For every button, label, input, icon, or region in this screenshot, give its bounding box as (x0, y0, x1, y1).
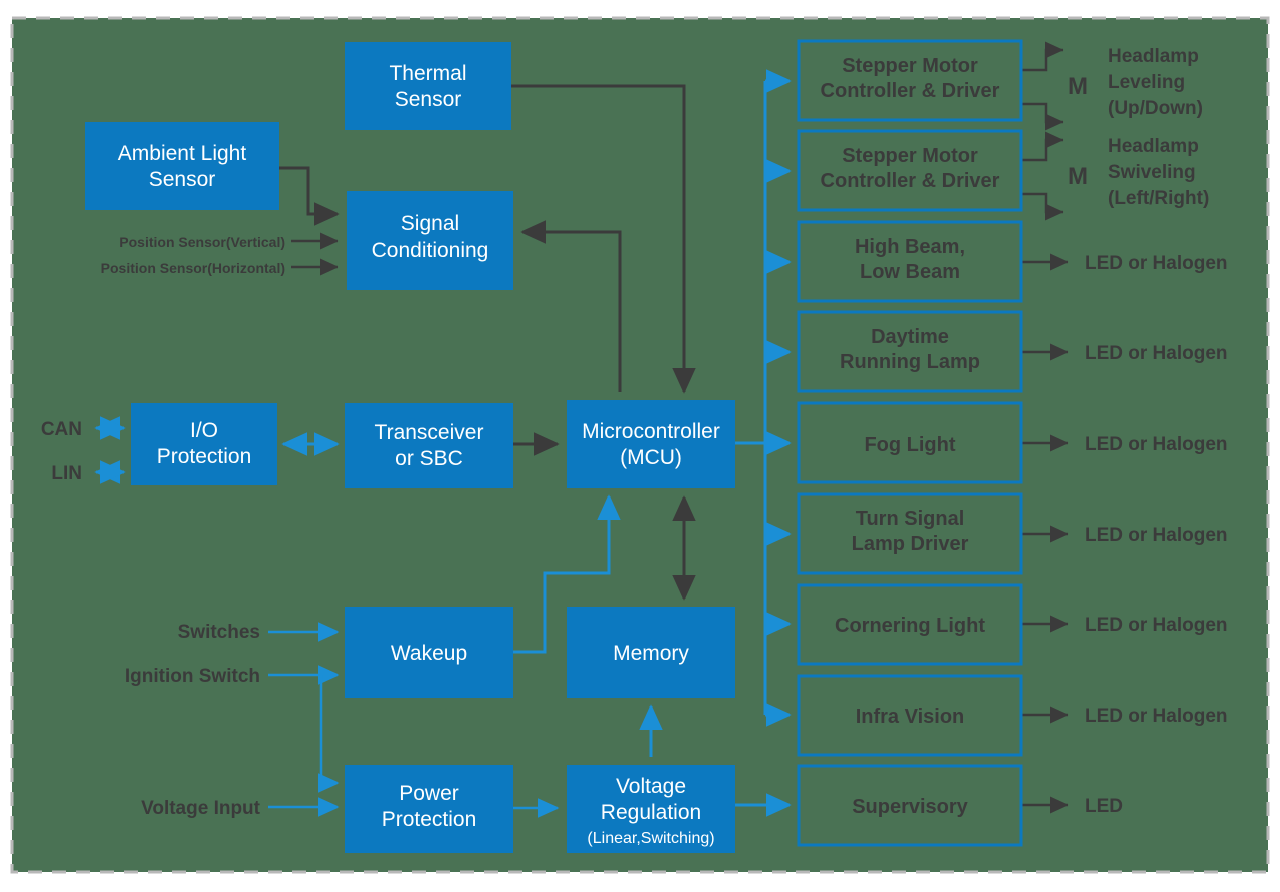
connection-wires (94, 41, 1069, 818)
block-daytime-running-lamp[interactable]: Daytime Running Lamp (797, 310, 1023, 393)
transceiver-line-1: Transceiver (375, 421, 484, 444)
wire-mcu-to-signal (520, 220, 622, 392)
block-memory[interactable]: Memory (567, 607, 735, 698)
ambient-light-sensor-line-1: Ambient Light (118, 142, 247, 165)
block-power-protection[interactable]: Power Protection (345, 765, 513, 853)
io-protection-line-2: Protection (157, 445, 252, 468)
mcu-line-1: Microcontroller (582, 420, 720, 443)
label-ignition-switch: Ignition Switch (125, 666, 260, 687)
label-headlamp-swiveling-line-1: Headlamp (1108, 136, 1199, 157)
label-headlamp-leveling-line-1: Headlamp (1108, 46, 1199, 67)
mcu-line-2: (MCU) (620, 446, 682, 469)
io-protection-line-1: I/O (190, 419, 218, 442)
label-cornering-output: LED or Halogen (1085, 615, 1228, 636)
block-supervisory[interactable]: Supervisory (797, 764, 1023, 847)
voltage-regulation-line-1: Voltage (616, 775, 686, 798)
daytime-line-1: Daytime (871, 326, 949, 348)
label-supervisory-output: LED (1085, 796, 1123, 817)
block-stepper-motor-controller-driver-1[interactable]: Stepper Motor Controller & Driver (797, 39, 1023, 122)
stepper2-line-1: Stepper Motor (842, 145, 978, 167)
block-ambient-light-sensor[interactable]: Ambient Light Sensor (85, 122, 279, 210)
memory-label: Memory (613, 642, 689, 665)
filled-blocks-group: Thermal Sensor Ambient Light Sensor Sign… (85, 42, 735, 853)
wakeup-label: Wakeup (391, 642, 467, 665)
label-headlamp-swiveling-line-2: Swiveling (1108, 162, 1196, 183)
block-cornering-light[interactable]: Cornering Light (797, 583, 1023, 666)
signal-conditioning-line-2: Conditioning (372, 239, 489, 262)
block-stepper-motor-controller-driver-2[interactable]: Stepper Motor Controller & Driver (797, 129, 1023, 212)
wire-stepper1-down (1021, 102, 1064, 131)
wire-wakeup-to-mcu (513, 494, 621, 654)
stepper1-line-2: Controller & Driver (821, 80, 1000, 102)
supervisory-label: Supervisory (852, 796, 968, 818)
label-lin-bus: LIN (51, 463, 82, 484)
label-daytime-output: LED or Halogen (1085, 343, 1228, 364)
voltage-regulation-line-2: Regulation (601, 801, 701, 824)
label-headlamp-leveling-line-3: (Up/Down) (1108, 98, 1203, 119)
label-voltage-input: Voltage Input (141, 798, 261, 819)
label-position-sensor-horizontal: Position Sensor(Horizontal) (101, 260, 285, 276)
high-beam-line-1: High Beam, (855, 236, 965, 258)
motor-symbol-leveling: M (1068, 73, 1088, 100)
infra-vision-label: Infra Vision (856, 706, 965, 728)
high-beam-line-2: Low Beam (860, 261, 960, 283)
label-can-bus: CAN (41, 419, 82, 440)
stepper2-line-2: Controller & Driver (821, 170, 1000, 192)
ambient-light-sensor-line-2: Sensor (149, 168, 216, 191)
wire-stepper2-up (1021, 131, 1064, 162)
block-io-protection[interactable]: I/O Protection (131, 403, 277, 485)
block-signal-conditioning[interactable]: Signal Conditioning (347, 191, 513, 290)
label-turn-signal-output: LED or Halogen (1085, 525, 1228, 546)
right-labels-group: M Headlamp Leveling (Up/Down) M Headlamp… (1068, 46, 1228, 817)
block-voltage-regulation[interactable]: Voltage Regulation (Linear,Switching) (567, 765, 735, 853)
block-infra-vision[interactable]: Infra Vision (797, 674, 1023, 757)
label-switches: Switches (178, 622, 260, 643)
left-labels-group: Position Sensor(Vertical) Position Senso… (41, 234, 285, 819)
block-high-beam-low-beam[interactable]: High Beam, Low Beam (797, 220, 1023, 303)
label-infra-output: LED or Halogen (1085, 706, 1228, 727)
turn-signal-line-2: Lamp Driver (852, 533, 969, 555)
outline-blocks-group: Stepper Motor Controller & Driver Steppe… (797, 39, 1023, 847)
label-fog-output: LED or Halogen (1085, 434, 1228, 455)
fog-light-label: Fog Light (864, 434, 955, 456)
label-high-beam-output: LED or Halogen (1085, 253, 1228, 274)
block-microcontroller-mcu[interactable]: Microcontroller (MCU) (567, 400, 735, 488)
wire-ambient-to-signal (279, 166, 340, 226)
wire-ignition-to-power (318, 675, 340, 793)
cornering-light-label: Cornering Light (835, 615, 985, 637)
block-turn-signal-lamp-driver[interactable]: Turn Signal Lamp Driver (797, 492, 1023, 575)
diagram-dashed-border (10, 16, 1270, 874)
thermal-sensor-line-2: Sensor (395, 88, 462, 111)
motor-symbol-swiveling: M (1068, 163, 1088, 190)
voltage-regulation-sub: (Linear,Switching) (587, 830, 714, 847)
wire-stepper2-down (1021, 192, 1064, 221)
power-protection-line-1: Power (399, 782, 459, 805)
label-headlamp-leveling-line-2: Leveling (1108, 72, 1185, 93)
daytime-line-2: Running Lamp (840, 351, 980, 373)
block-wakeup[interactable]: Wakeup (345, 607, 513, 698)
wire-thermal-to-mcu (511, 84, 696, 394)
label-headlamp-swiveling-line-3: (Left/Right) (1108, 188, 1209, 209)
turn-signal-line-1: Turn Signal (856, 508, 965, 530)
label-position-sensor-vertical: Position Sensor(Vertical) (119, 234, 285, 250)
thermal-sensor-line-1: Thermal (389, 62, 466, 85)
wire-stepper1-up (1021, 41, 1064, 72)
stepper1-line-1: Stepper Motor (842, 55, 978, 77)
transceiver-line-2: or SBC (395, 447, 463, 470)
power-protection-line-2: Protection (382, 808, 477, 831)
block-transceiver-or-sbc[interactable]: Transceiver or SBC (345, 403, 513, 488)
signal-conditioning-line-1: Signal (401, 212, 459, 235)
block-fog-light[interactable]: Fog Light (797, 401, 1023, 484)
block-thermal-sensor[interactable]: Thermal Sensor (345, 42, 511, 130)
